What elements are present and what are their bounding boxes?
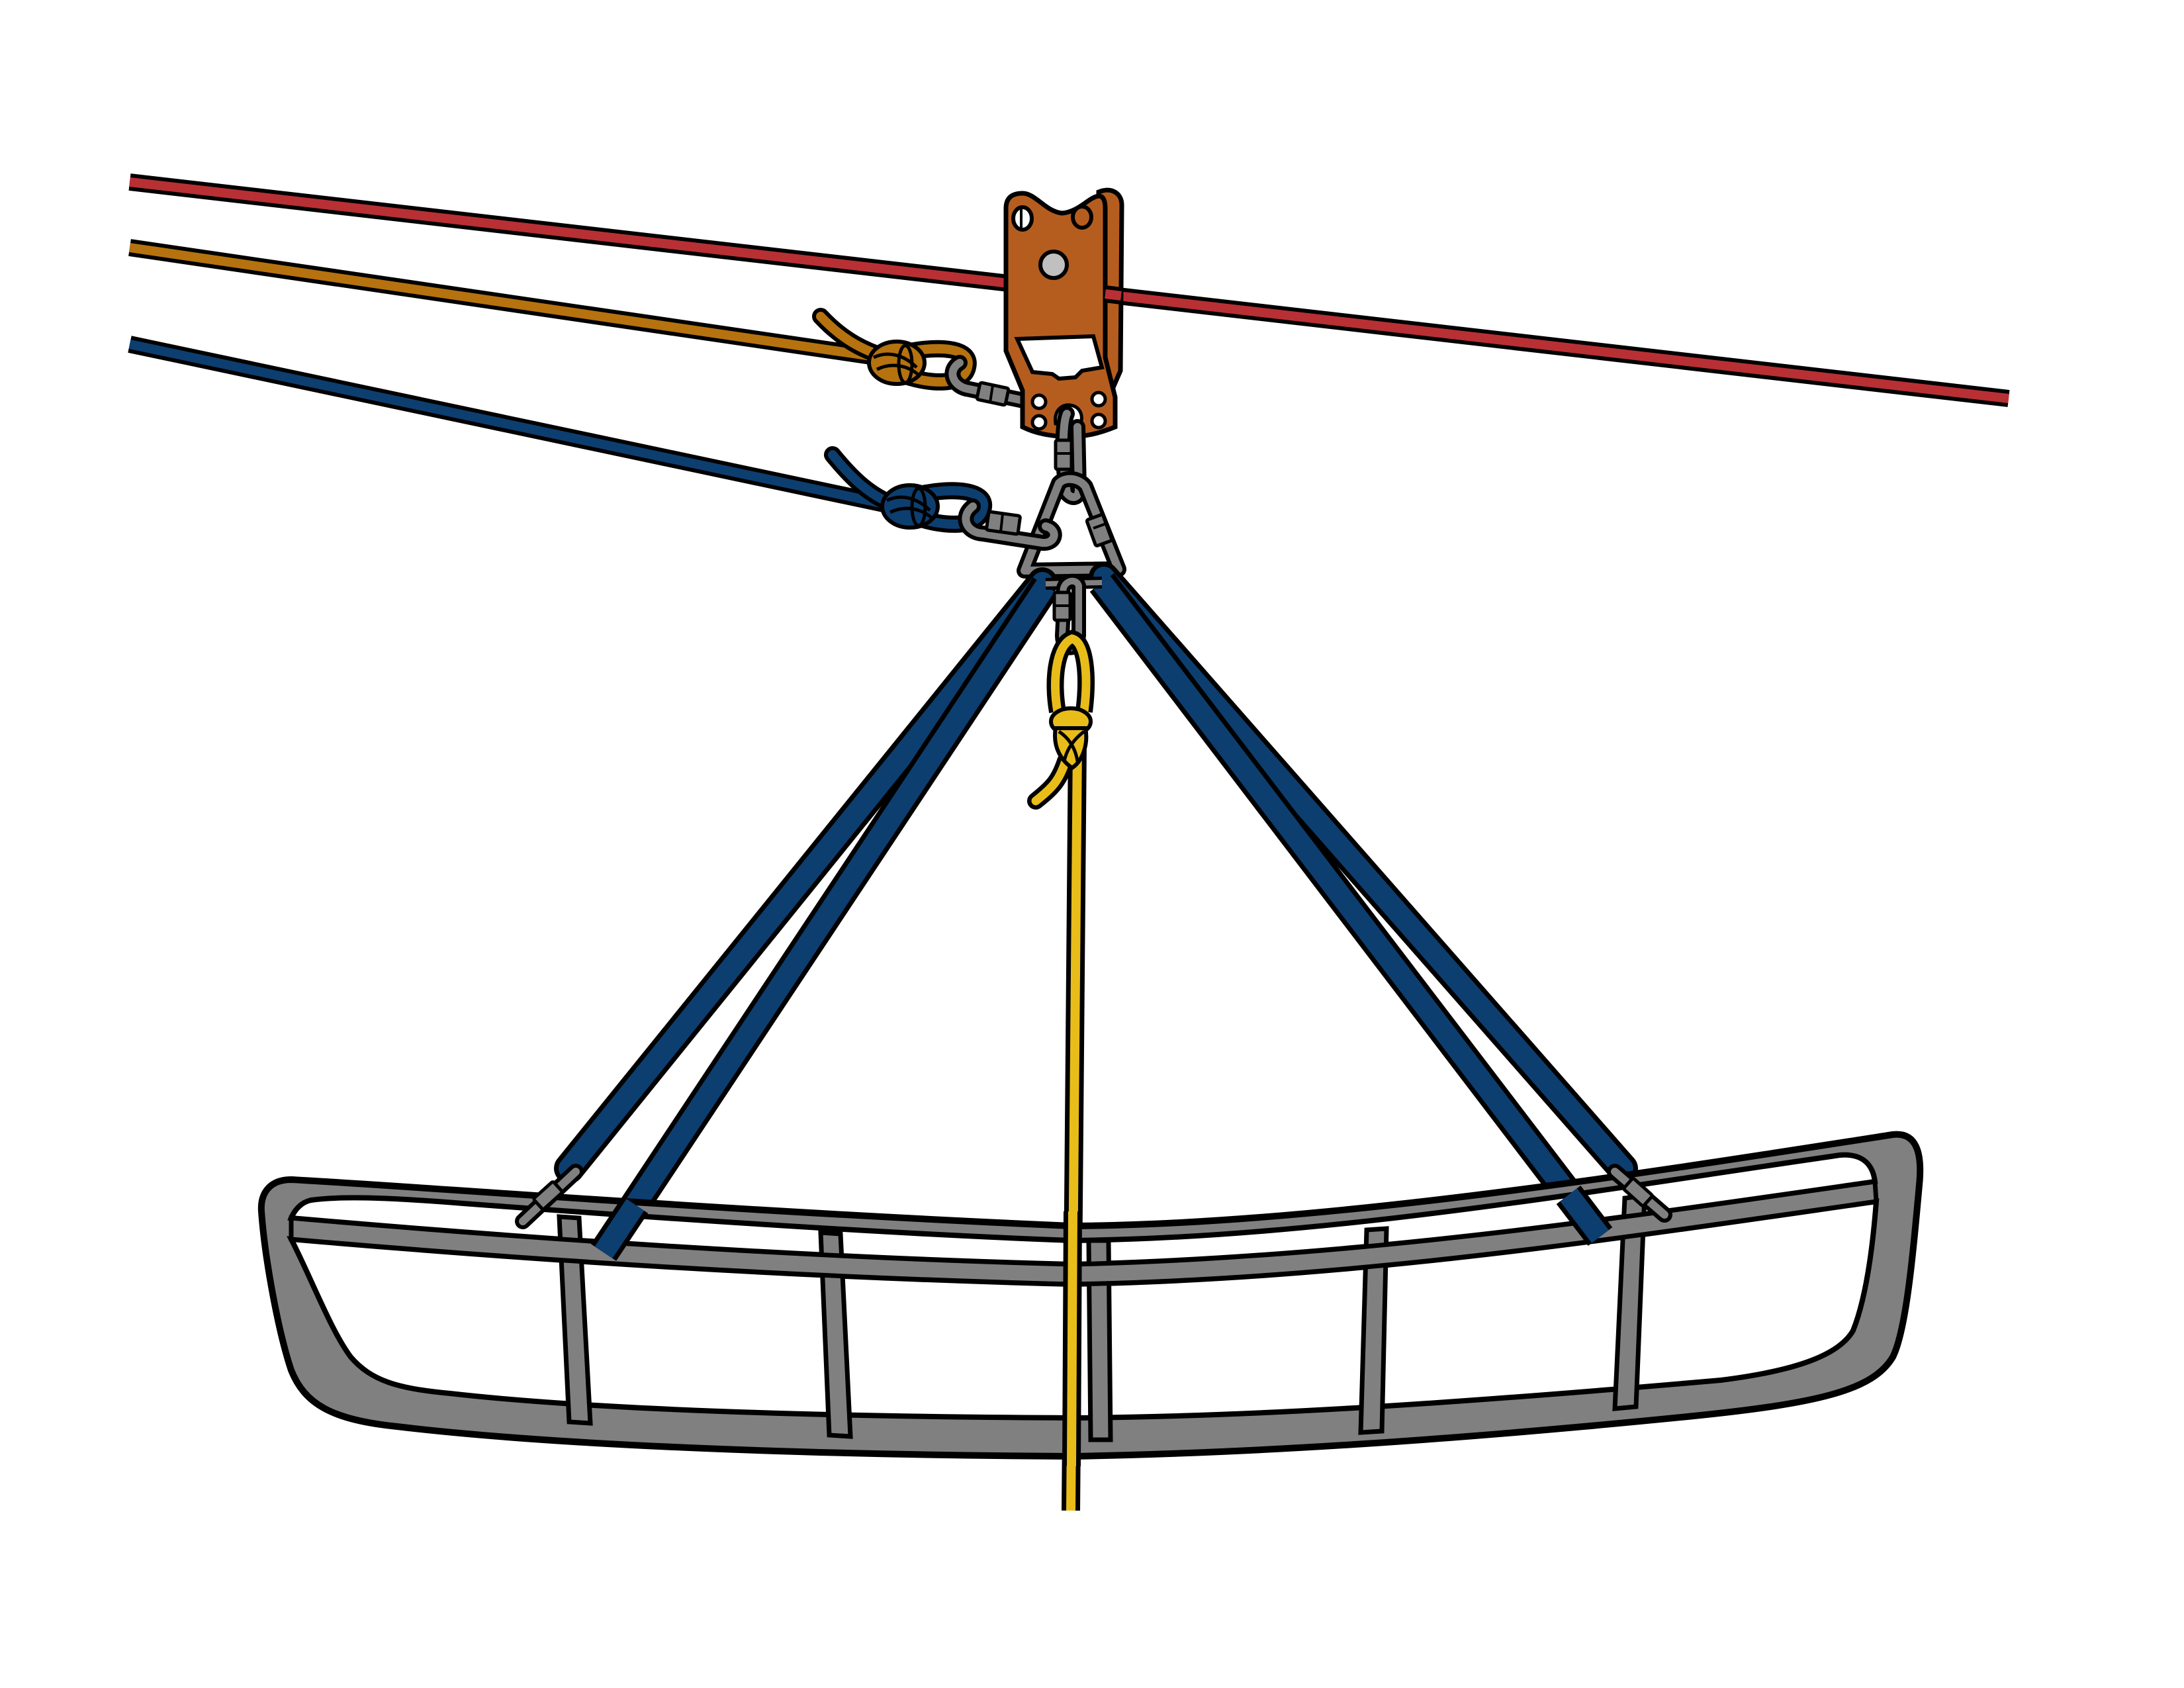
strap-left-inner-foreground bbox=[590, 1196, 649, 1261]
litter-middle-rail bbox=[289, 1178, 1879, 1287]
figure-eight-knot-orange bbox=[867, 340, 927, 386]
track-line-through-pulley bbox=[1104, 285, 1122, 305]
strap-left-inner bbox=[589, 577, 1059, 1263]
control-line-orange bbox=[128, 239, 977, 391]
carabiner-blue-to-link bbox=[958, 498, 1062, 551]
delta-link bbox=[1017, 471, 1126, 579]
tag-line-foreground bbox=[1062, 1211, 1082, 1467]
carabiner-litter-right bbox=[1607, 1164, 1672, 1223]
figure-eight-on-bight-knot bbox=[1049, 706, 1093, 771]
strap-right-inner bbox=[1089, 573, 1614, 1247]
control-line-blue bbox=[128, 336, 993, 533]
figure-eight-knot-blue bbox=[880, 483, 940, 530]
strap-left-outer bbox=[554, 567, 1058, 1184]
litter bbox=[257, 1131, 1924, 1460]
litter-dividers bbox=[557, 1192, 1647, 1442]
pulley bbox=[1003, 187, 1124, 440]
carabiner-litter-left bbox=[515, 1164, 584, 1229]
carabiner-pulley-to-link bbox=[1054, 406, 1087, 505]
strap-right-inner-foreground bbox=[1556, 1186, 1613, 1246]
spider-straps bbox=[554, 562, 1638, 1263]
